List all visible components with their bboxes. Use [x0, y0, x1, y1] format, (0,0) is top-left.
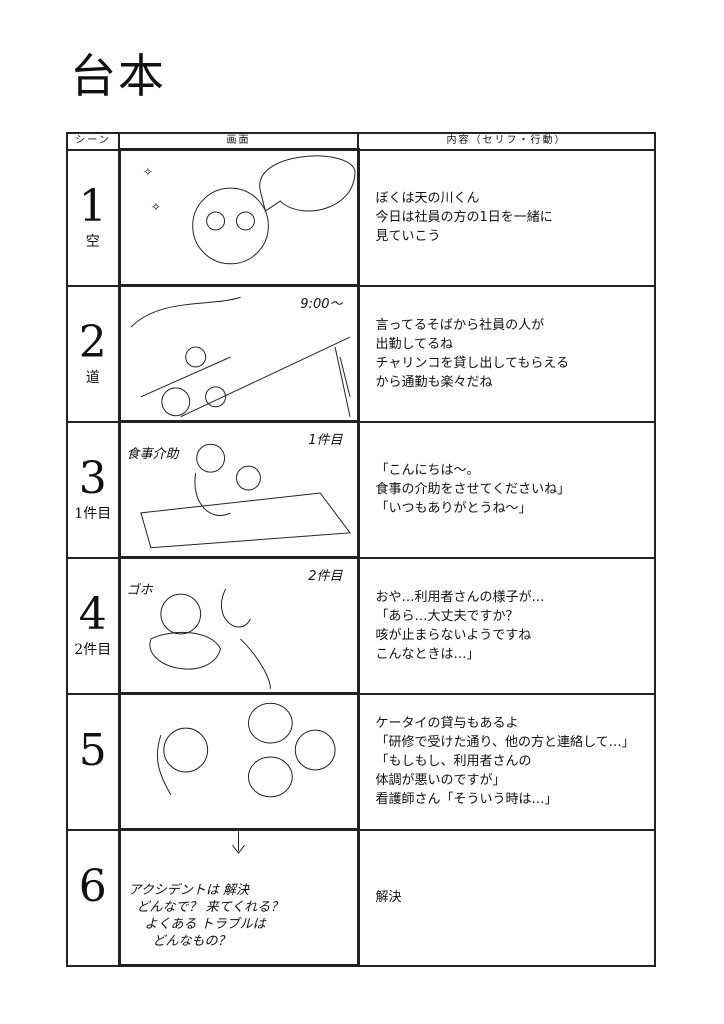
- dialogue-line: 「もしもし、利用者さんの: [375, 754, 532, 769]
- sketch-note: どんなもの？: [152, 934, 231, 949]
- header-content: 内容（セリフ・行動）: [357, 132, 656, 151]
- dialogue-line: おや…利用者さんの様子が…: [375, 589, 545, 605]
- scene-location: 1件目: [74, 505, 112, 522]
- scene-number: 6: [78, 860, 107, 912]
- sketch-panel: 9:00〜: [117, 284, 360, 423]
- scene-location: 2件目: [74, 641, 112, 658]
- sketch-note: 2件目: [308, 569, 343, 584]
- dialogue-line: 「こんにちは〜。: [375, 463, 480, 478]
- sketch-drawing: [130, 296, 351, 418]
- sketch-drawing: [148, 588, 271, 689]
- sketch-panel: 2件目ゴホ: [117, 556, 360, 695]
- scene-row: 6 アクシデントは 解決どんなで？ 来てくれる？ よくある トラブルはどんなもの？…: [66, 828, 656, 967]
- dialogue-line: 解決: [375, 890, 402, 905]
- page-title: 台本: [70, 49, 166, 103]
- svg-text:✧: ✧: [142, 165, 152, 179]
- dialogue-cell: ぼくは天の川くん今日は社員の方の1日を一緒に見ていこう: [357, 148, 656, 287]
- dialogue-line: 「あら…大丈夫ですか？: [375, 608, 519, 624]
- scene-location: 空: [85, 233, 100, 250]
- dialogue-cell: 解決: [357, 828, 656, 967]
- scene-number: 4: [78, 588, 107, 640]
- dialogue-line: 咳が止まらないようですね: [375, 627, 532, 643]
- scene-location: 道: [85, 369, 100, 386]
- sketch-note: アクシデントは 解決: [128, 883, 249, 898]
- svg-text:✧: ✧: [150, 200, 160, 214]
- scene-number: 3: [78, 452, 107, 504]
- sketch-panel: 1件目食事介助: [117, 420, 360, 559]
- scene-cell: 6: [66, 828, 120, 967]
- sketch-note: 食事介助: [126, 447, 179, 462]
- dialogue-line: 今日は社員の方の1日を一緒に: [375, 210, 553, 225]
- sketch-panel: [117, 692, 360, 831]
- dialogue-cell: おや…利用者さんの様子が… 「あら…大丈夫ですか？ 咳が止まらないようですねこんなと…: [357, 556, 656, 695]
- dialogue-line: 体調が悪いのですが」: [375, 773, 506, 788]
- dialogue-cell: ケータイの貸与もあるよ「研修で受けた通り、他の方と連絡して…」「もしもし、利用者…: [357, 692, 656, 831]
- sketch-drawing: [231, 831, 245, 855]
- scene-number: 2: [78, 316, 107, 368]
- scene-number: 1: [78, 180, 107, 232]
- scene-row: 5 ケータイの貸与もあるよ「研修で受けた通り、他の方と連絡して…」「もしもし、利…: [66, 692, 656, 831]
- dialogue-line: 看護師さん「そういう時は…」: [375, 792, 558, 807]
- sketch-note: ゴホ: [126, 583, 153, 598]
- dialogue-line: 見ていこう: [375, 229, 441, 244]
- dialogue-line: 「いつもありがとうね〜」: [375, 501, 532, 516]
- dialogue-line: ケータイの貸与もあるよ: [375, 716, 519, 731]
- sketch-drawing: [156, 702, 336, 798]
- sketch-note: よくある トラブルは: [144, 917, 266, 932]
- dialogue-line: こんなときは…」: [375, 646, 480, 662]
- sketch-drawing: ✧✧: [142, 155, 356, 265]
- dialogue-line: 出勤してるね: [375, 336, 454, 352]
- header-scene: シーン: [66, 132, 120, 151]
- header-screen: 画面: [118, 132, 359, 151]
- dialogue-line: から通勤も楽々だね: [375, 374, 493, 390]
- sketch-note: どんなで？ 来てくれる？: [136, 900, 284, 915]
- dialogue-cell: 言ってるそばから社員の人が出勤してるねチャリンコを貸し出してもらえるから通勤も楽…: [357, 284, 656, 423]
- dialogue-line: 食事の介助をさせてくださいね」: [375, 482, 571, 497]
- dialogue-line: ぼくは天の川くん: [375, 191, 480, 206]
- dialogue-line: チャリンコを貸し出してもらえる: [375, 355, 569, 371]
- dialogue-line: 「研修で受けた通り、他の方と連絡して…」: [375, 735, 635, 750]
- dialogue-cell: 「こんにちは〜。食事の介助をさせてくださいね」「いつもありがとうね〜」: [357, 420, 656, 559]
- scene-cell: 5: [66, 692, 120, 831]
- sketch-drawing: [139, 443, 351, 549]
- dialogue-line: 言ってるそばから社員の人が: [375, 317, 545, 333]
- sketch-panel: ✧✧: [117, 148, 360, 287]
- sketch-note: 9:00〜: [300, 297, 343, 312]
- sketch-panel: アクシデントは 解決どんなで？ 来てくれる？ よくある トラブルはどんなもの？: [117, 828, 360, 967]
- header-row: シーン 画面 内容（セリフ・行動）: [66, 132, 656, 151]
- scene-number: 5: [78, 724, 107, 776]
- sketch-note: 1件目: [308, 433, 343, 448]
